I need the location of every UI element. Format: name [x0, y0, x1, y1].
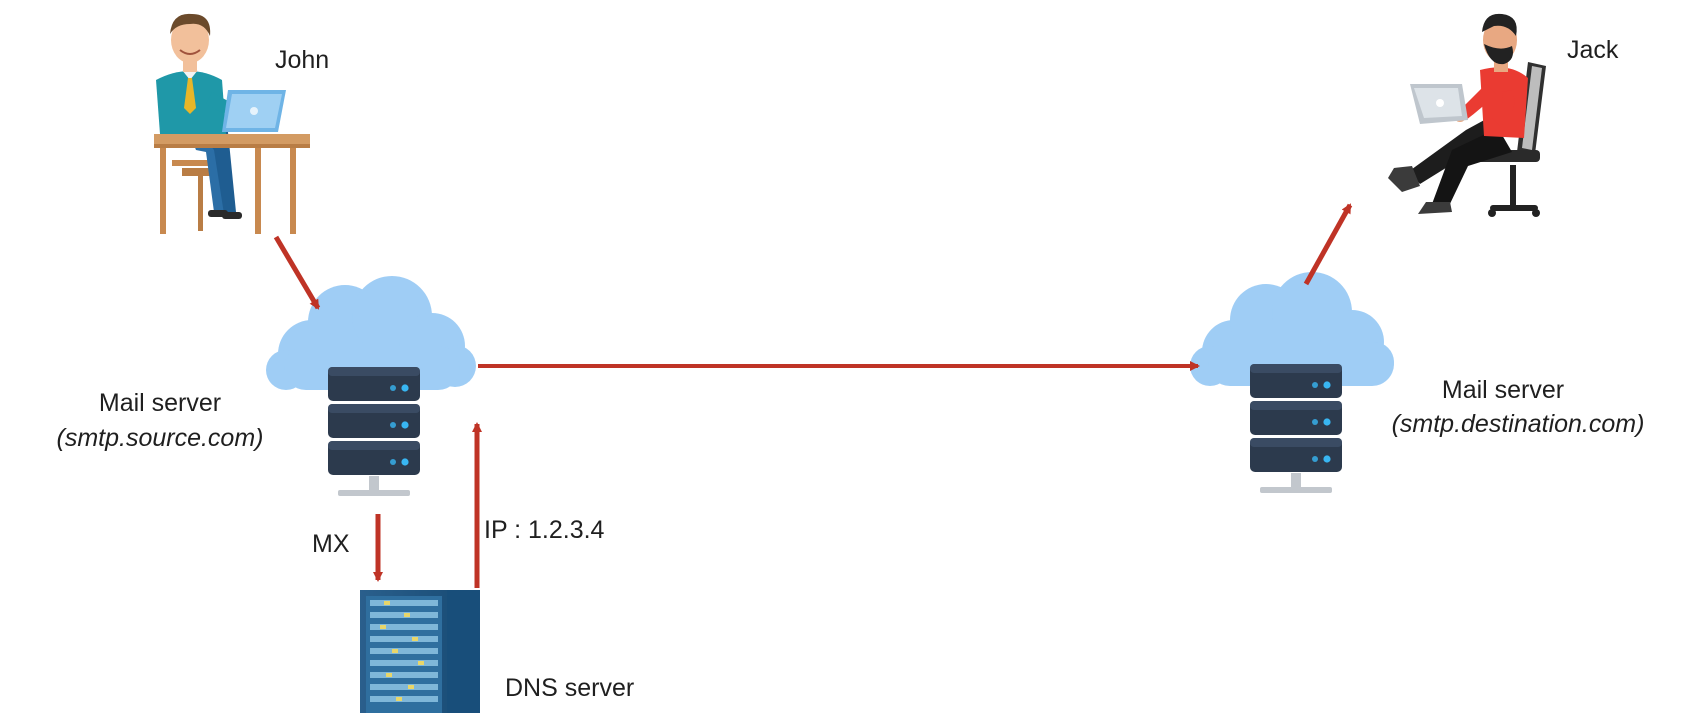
- source-server-host: (smtp.source.com): [56, 424, 264, 452]
- arrow-destination-to-jack: [1303, 203, 1353, 286]
- jack-person-icon: [1388, 13, 1546, 217]
- destination-server-host: (smtp.destination.com): [1391, 410, 1645, 438]
- mx-query-label: MX: [312, 530, 350, 558]
- source-mail-server-icon: [266, 276, 476, 496]
- arrow-john-to-source-server: [273, 235, 321, 310]
- destination-server-title: Mail server: [1441, 376, 1565, 404]
- john-name-label: John: [275, 46, 330, 74]
- ip-reply-label: IP : 1.2.3.4: [484, 516, 605, 544]
- dns-server-label: DNS server: [505, 674, 635, 702]
- destination-mail-server-icon: [1190, 272, 1394, 493]
- jack-name-label: Jack: [1567, 36, 1619, 64]
- john-person-icon: [154, 13, 310, 234]
- dns-server-rack-icon: [360, 590, 480, 713]
- source-server-title: Mail server: [98, 389, 222, 417]
